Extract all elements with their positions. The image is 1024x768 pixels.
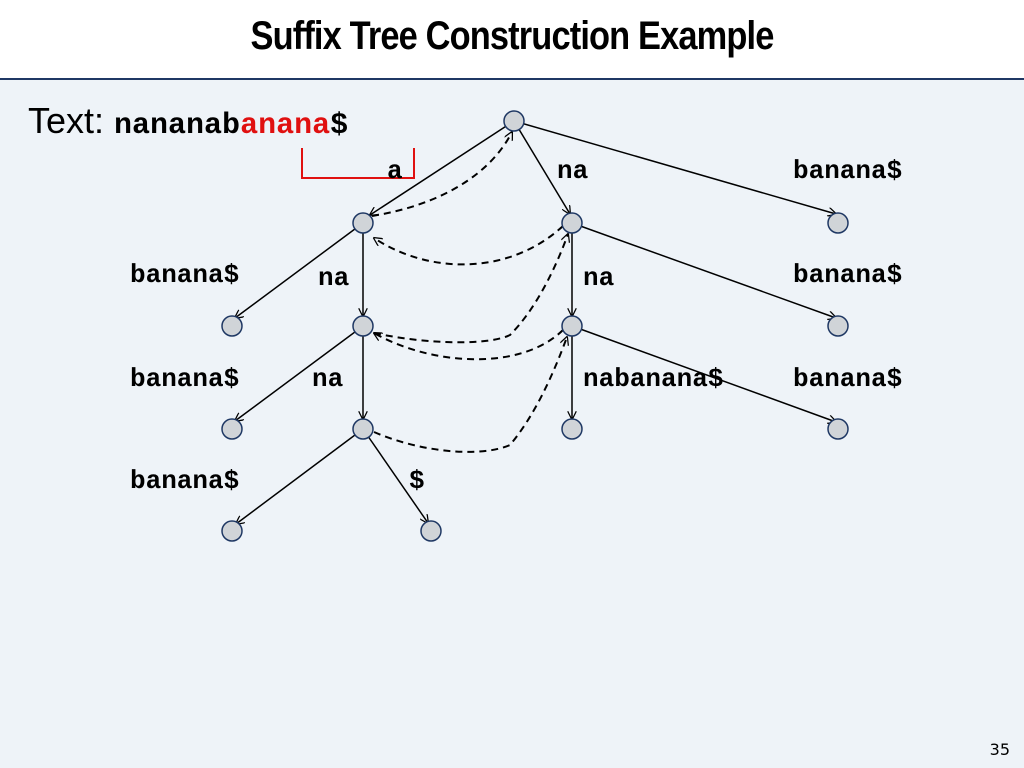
title-divider bbox=[0, 78, 1024, 80]
text-label: Text: bbox=[28, 100, 115, 141]
edge-anana-banana bbox=[236, 428, 364, 524]
suffix-link-anana-nana bbox=[373, 337, 567, 453]
page-number: 35 bbox=[989, 740, 1010, 759]
label-root-na: na bbox=[557, 156, 588, 186]
text-suffix: $ bbox=[330, 109, 349, 143]
slide-content-area bbox=[0, 80, 1024, 768]
node-a bbox=[352, 212, 374, 234]
label-a-na: na bbox=[318, 263, 349, 293]
edge-ana-banana bbox=[235, 325, 364, 421]
label-anana-banana: banana$ bbox=[130, 466, 239, 496]
title-bar: Suffix Tree Construction Example bbox=[0, 0, 1024, 78]
label-root-banana: banana$ bbox=[793, 156, 902, 186]
edge-a-banana bbox=[235, 222, 364, 318]
slide-title: Suffix Tree Construction Example bbox=[250, 14, 774, 58]
suffix-link-nana-ana bbox=[374, 329, 564, 361]
label-root-a: a bbox=[387, 156, 403, 186]
label-na-na: na bbox=[583, 263, 614, 293]
match-bracket bbox=[301, 148, 415, 179]
edge-anana-dollar bbox=[362, 428, 428, 523]
leaf-ananabanana bbox=[221, 520, 243, 542]
label-nana-banana: banana$ bbox=[793, 364, 902, 394]
suffix-link-na-a bbox=[374, 225, 564, 266]
leaf-anabanana bbox=[221, 418, 243, 440]
edge-na-banana bbox=[571, 222, 836, 318]
node-anana bbox=[352, 418, 374, 440]
label-ana-banana: banana$ bbox=[130, 364, 239, 394]
node-root bbox=[503, 110, 525, 132]
label-a-banana: banana$ bbox=[130, 260, 239, 290]
node-nana bbox=[561, 315, 583, 337]
leaf-abanana bbox=[221, 315, 243, 337]
label-nana-nabanana: nabanana$ bbox=[583, 364, 723, 394]
leaf-nabanana bbox=[827, 315, 849, 337]
leaf-banana bbox=[827, 212, 849, 234]
node-na bbox=[561, 212, 583, 234]
leaf-nanabanana bbox=[827, 418, 849, 440]
text-prefix: nananab bbox=[114, 109, 241, 143]
label-anana-dollar: $ bbox=[409, 466, 425, 496]
edge-root-banana bbox=[513, 120, 836, 214]
leaf-nananabanana bbox=[561, 418, 583, 440]
label-na-banana: banana$ bbox=[793, 260, 902, 290]
label-ana-na: na bbox=[312, 364, 343, 394]
suffix-link-ana-na bbox=[373, 234, 568, 344]
text-line: Text: nananabanana$ bbox=[28, 100, 348, 143]
edge-root-a bbox=[370, 120, 515, 215]
edge-root-na bbox=[513, 120, 570, 214]
text-highlight: anana bbox=[240, 109, 331, 143]
edge-nana-banana bbox=[571, 325, 836, 422]
leaf-anana-dollar bbox=[420, 520, 442, 542]
node-ana bbox=[352, 315, 374, 337]
